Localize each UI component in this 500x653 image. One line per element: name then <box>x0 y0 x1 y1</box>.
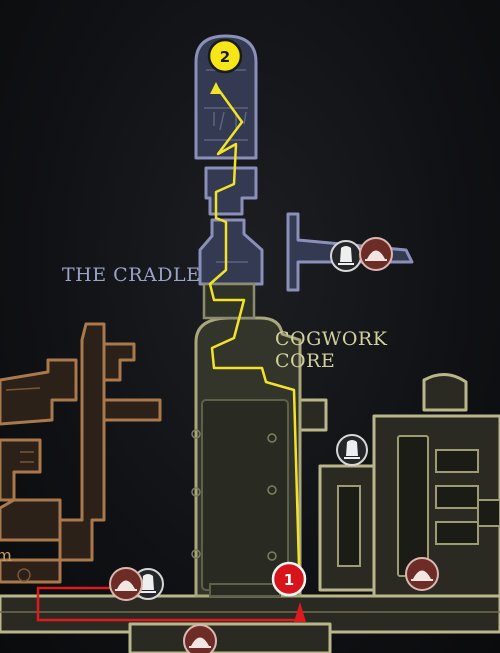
left-region <box>0 322 162 584</box>
cocoon-map-icon[interactable] <box>359 237 393 271</box>
route-arrowhead <box>210 82 222 94</box>
start-marker[interactable]: 1 <box>271 561 307 597</box>
area-label-the-cradle: THE CRADLE <box>62 264 201 286</box>
left-region-detail <box>5 387 41 582</box>
bottom-corridor <box>0 594 500 653</box>
area-label-cogwork-core: COGWORK CORE <box>275 328 387 372</box>
cocoon-map-icon[interactable] <box>183 624 217 653</box>
bell-bench-icon[interactable] <box>336 434 368 466</box>
destination-marker[interactable]: 2 <box>207 38 243 74</box>
route-path <box>208 85 301 568</box>
cocoon-map-icon[interactable] <box>405 557 439 591</box>
area-label-fragment: m <box>0 546 13 566</box>
cocoon-map-icon[interactable] <box>109 567 143 601</box>
start-marker-number: 1 <box>284 571 294 589</box>
start-route-arrowhead <box>294 602 306 622</box>
area-label-cogwork-line1: COGWORK <box>275 328 388 350</box>
bell-bench-icon[interactable] <box>330 240 362 272</box>
the-cradle-detail <box>204 69 248 263</box>
area-label-cogwork-line2: CORE <box>275 350 336 372</box>
destination-marker-number: 2 <box>220 48 230 66</box>
cogwork-core-inner <box>201 399 289 597</box>
cogwork-core-bolts <box>191 429 277 561</box>
